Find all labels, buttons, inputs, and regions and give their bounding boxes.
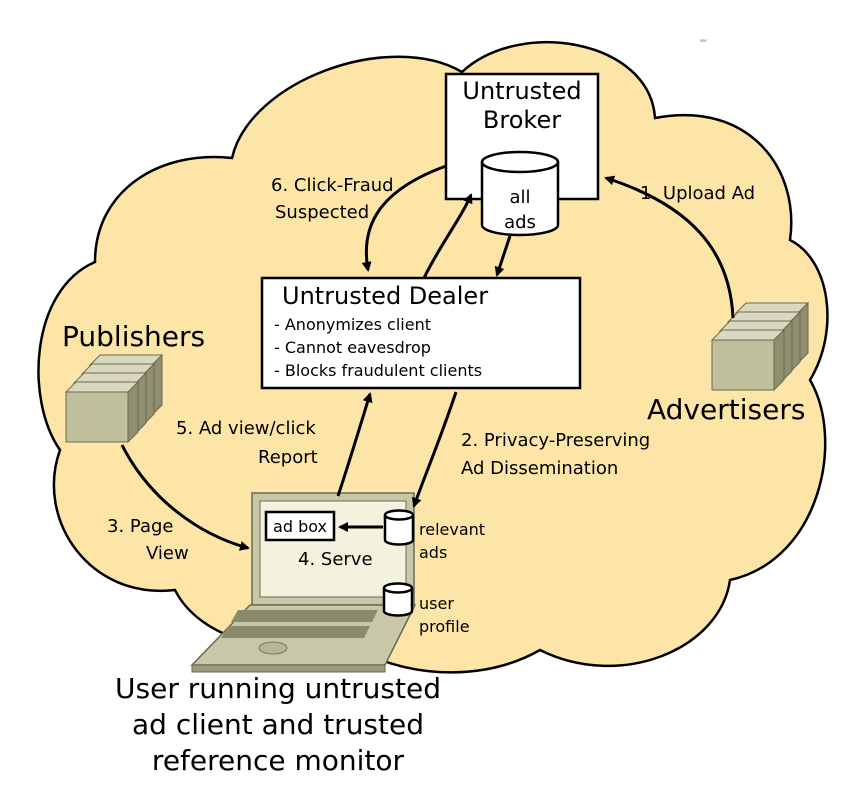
broker-title-line2: Broker	[483, 106, 561, 134]
step-upload-ad: 1. Upload Ad	[640, 183, 755, 204]
db-label-line2: ads	[504, 212, 536, 233]
step-page-view-line1: 3. Page	[107, 516, 173, 537]
tiny-mark: ses	[700, 38, 707, 43]
caption-line1: User running untrusted	[115, 672, 441, 705]
step-fraud-line1: 6. Click-Fraud	[271, 175, 394, 196]
user-profile-database-icon	[382, 582, 414, 617]
arrow-dissemination	[411, 391, 458, 508]
dealer-bullet: - Blocks fraudulent clients	[274, 361, 482, 380]
advertisers-server-stack-icon	[710, 301, 810, 392]
ad-box	[264, 510, 336, 542]
relevant-ads-label-line2: ads	[419, 543, 447, 562]
arrow-broker-to-dealer	[494, 235, 512, 277]
relevant-ads-database-icon	[383, 509, 415, 546]
step-report-line1: 5. Ad view/click	[176, 418, 316, 439]
all-ads-database-icon: all ads	[480, 150, 560, 237]
user-profile-label-line1: user	[419, 594, 454, 613]
arrow-report	[336, 392, 373, 497]
db-label-line1: all	[509, 187, 530, 208]
step-dissemination-line1: 2. Privacy-Preserving	[461, 430, 650, 451]
dealer-title: Untrusted Dealer	[282, 282, 488, 310]
caption-line2: ad client and trusted	[132, 708, 424, 741]
relevant-ads-label-line1: relevant	[419, 520, 485, 539]
dealer-bullet: - Anonymizes client	[274, 315, 431, 334]
arrow-upload-ad	[604, 175, 735, 319]
ad-box-label: ad box	[273, 517, 327, 536]
step-dissemination-line2: Ad Dissemination	[461, 458, 618, 479]
dealer-node: Untrusted Dealer - Anonymizes client - C…	[260, 276, 582, 390]
dealer-bullet: - Cannot eavesdrop	[274, 338, 431, 357]
publishers-label: Publishers	[62, 320, 205, 353]
arrow-fraud-suspected	[361, 164, 447, 272]
user-profile-label-line2: profile	[419, 617, 470, 636]
step-page-view-line2: View	[146, 543, 189, 564]
arrow-dealer-to-broker	[422, 193, 473, 279]
publishers-server-stack-icon	[64, 353, 164, 444]
step-serve: 4. Serve	[298, 549, 373, 570]
step-fraud-line2: Suspected	[275, 202, 369, 223]
caption-line3: reference monitor	[152, 744, 405, 777]
step-report-line2: Report	[258, 447, 318, 468]
advertisers-label: Advertisers	[647, 393, 805, 426]
broker-title-line1: Untrusted	[462, 77, 581, 105]
arrow-page-view	[120, 444, 250, 551]
